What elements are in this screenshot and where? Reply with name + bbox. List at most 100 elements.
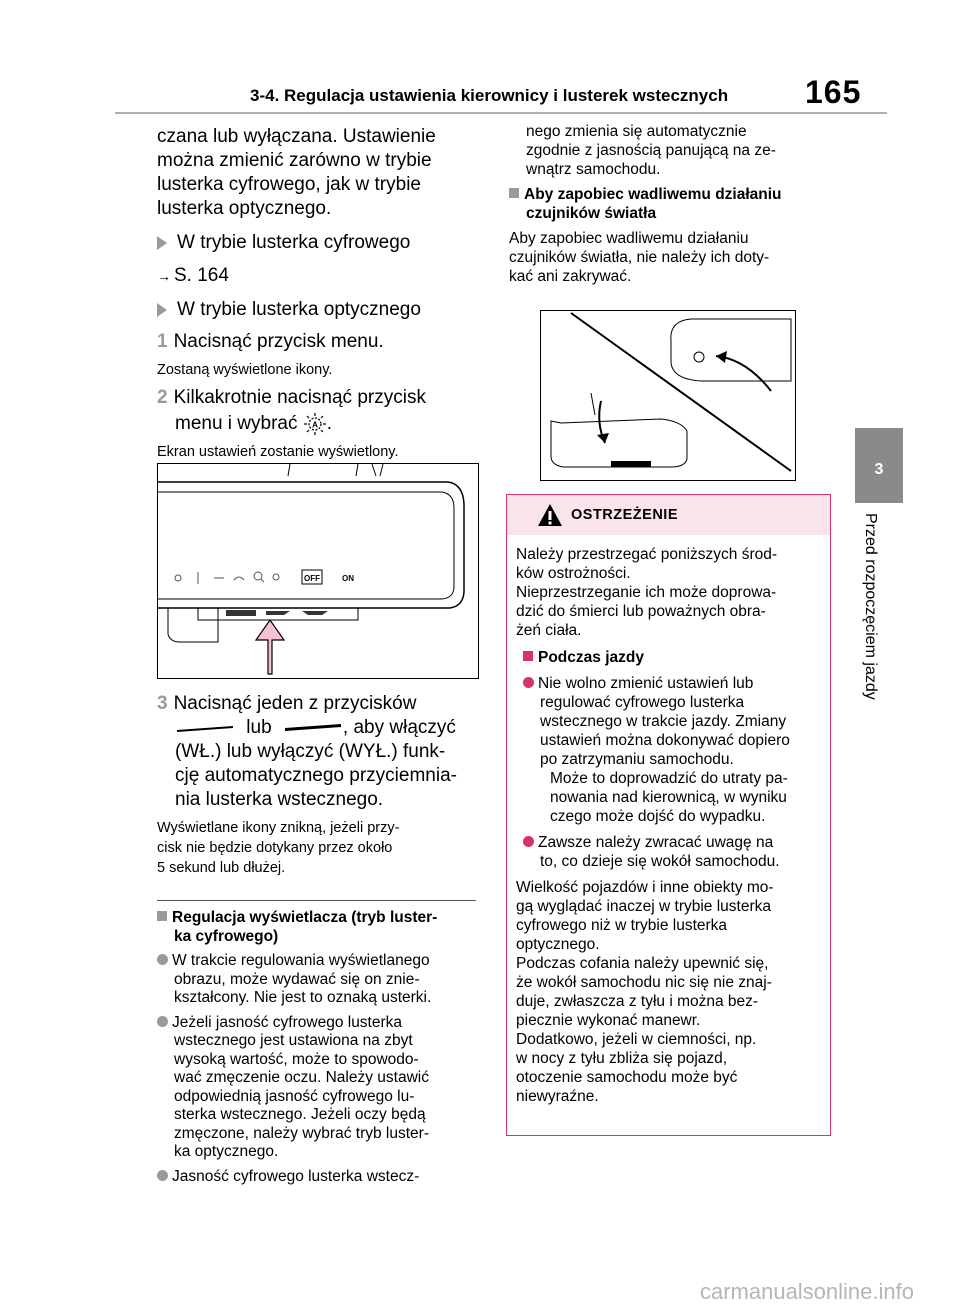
- warning-header: OSTRZEŻENIE: [507, 495, 830, 535]
- mirror-illustration: OFF ON: [158, 464, 465, 675]
- step-text: , aby włączyć: [342, 717, 456, 738]
- on-label: ON: [342, 574, 354, 583]
- text-line: piecznie wykonać manewr.: [516, 1012, 701, 1029]
- bullet-line: ka optycznego.: [174, 1143, 279, 1160]
- warning-triangle-icon: [538, 504, 562, 526]
- auto-dimming-icon: A: [303, 413, 326, 435]
- subtitle-text: Podczas jazdy: [538, 649, 644, 666]
- note-line: Wyświetlane ikony znikną, jeżeli przy-: [157, 820, 400, 836]
- text-line: Dodatkowo, jeżeli w ciemności, np.: [516, 1031, 757, 1048]
- text-line: duje, zwłaszcza z tyłu i można bez-: [516, 993, 759, 1010]
- bullet-line: odpowiednią jasność cyfrowego lu-: [174, 1087, 415, 1105]
- page-reference: →S. 164: [157, 264, 487, 288]
- square-bullet-icon: [157, 911, 167, 921]
- mirror-menu-figure: OFF ON: [157, 463, 479, 679]
- text-line: Należy przestrzegać poniższych środ-: [516, 546, 778, 563]
- step-text: Nacisnąć przycisk menu.: [173, 331, 384, 352]
- text-line: niewyraźne.: [516, 1088, 599, 1105]
- step-text: Kilkakrotnie nacisnąć przycisk: [173, 387, 426, 408]
- left-button-icon: [177, 725, 233, 732]
- title-line: Regulacja wyświetlacza (tryb luster-: [172, 909, 438, 926]
- mode-digital-label: W trybie lusterka cyfrowego: [177, 232, 411, 253]
- title-line: czujników światła: [526, 205, 657, 222]
- mode-optical-label: W trybie lusterka optycznego: [177, 299, 421, 320]
- header-rule: [115, 112, 887, 114]
- off-label: OFF: [304, 574, 320, 583]
- bullet-line: czego może dojść do wypadku.: [550, 808, 766, 825]
- bullet-line: wać zmęczenie oczu. Należy ustawić: [174, 1069, 429, 1086]
- text-line: ków ostrożności.: [516, 565, 631, 582]
- square-bullet-icon: [509, 188, 519, 198]
- warning-paragraph: Wielkość pojazdów i inne obiekty mo- gą …: [516, 878, 828, 1106]
- bullet-line: wstecznego jest ustawiona na zbyt: [174, 1032, 413, 1049]
- step-text: menu i wybrać: [175, 413, 298, 435]
- warning-subtitle: Podczas jazdy: [516, 648, 828, 667]
- step-text-end: .: [326, 413, 333, 435]
- step-text: Nacisnąć jeden z przycisków: [173, 693, 417, 714]
- bullet-line: W trakcie regulowania wyświetlanego: [172, 952, 430, 969]
- text-line: Nieprzestrzeganie ich może doprowa-: [516, 584, 777, 601]
- note-line: cisk nie będzie dotykany przez około: [157, 840, 393, 856]
- bullet-line: Może to doprowadzić do utraty pa-: [550, 770, 788, 787]
- page-number: 165: [805, 74, 862, 110]
- text-line: Aby zapobiec wadliwemu działaniu: [509, 230, 749, 247]
- text-line: wnątrz samochodu.: [526, 161, 661, 178]
- watermark: carmanualsonline.info: [699, 1279, 914, 1304]
- intro-paragraph: czana lub wyłączana. Ustawienie można zm…: [157, 125, 487, 221]
- intro-line: lusterka optycznego.: [157, 198, 332, 219]
- bullet-item: Jasność cyfrowego lusterka wstecz-: [157, 1168, 482, 1187]
- text-line: nego zmienia się automatycznie: [526, 123, 747, 140]
- triangle-bullet-icon: [157, 302, 167, 317]
- section-body: Aby zapobiec wadliwemu działaniu czujnik…: [509, 229, 834, 286]
- right-button-icon: [284, 723, 341, 731]
- title-line: ka cyfrowego): [174, 927, 279, 945]
- step-3-note: Wyświetlane ikony znikną, jeżeli przy- c…: [157, 818, 487, 878]
- bullet-line: po zatrzymaniu samochodu.: [540, 751, 734, 768]
- text-line: otoczenie samochodu może być: [516, 1069, 738, 1086]
- bullet-line: nowania nad kierownicą, w wyniku: [550, 789, 787, 806]
- chapter-side-label: Przed rozpoczęciem jazdy: [855, 503, 903, 903]
- step-number: 1: [157, 331, 168, 352]
- text-line: Wielkość pojazdów i inne obiekty mo-: [516, 879, 774, 896]
- step-number: 3: [157, 693, 168, 714]
- intro-line: można zmienić zarówno w trybie: [157, 150, 432, 171]
- bullet-line: obrazu, może wydawać się on znie-: [174, 970, 420, 988]
- dot-bullet-icon: [157, 1015, 168, 1027]
- chapter-title: Przed rozpoczęciem jazdy: [862, 513, 879, 700]
- dot-bullet-icon: [157, 954, 168, 965]
- sensor-illustration: [550, 312, 792, 472]
- dot-bullet-icon: [157, 1169, 168, 1181]
- bullet-line: ustawień można dokonywać dopiero: [540, 732, 790, 749]
- or-word: lub: [246, 717, 272, 738]
- page-ref-text: S. 164: [174, 265, 229, 286]
- text-line: optycznego.: [516, 936, 600, 953]
- triangle-bullet-icon: [157, 235, 167, 250]
- bullet-line: Nie wolno zmienić ustawień lub: [538, 675, 754, 692]
- text-line: czujników światła, nie należy ich doty-: [509, 249, 770, 266]
- dot-bullet-icon: [523, 836, 534, 847]
- bullet-line: sterka wstecznego. Jeżeli oczy będą: [174, 1106, 426, 1123]
- bullet-line: regulować cyfrowego lusterka: [540, 694, 745, 711]
- mode-optical-heading: W trybie lusterka optycznego: [157, 298, 487, 322]
- step-text: cję automatycznego przyciemnia-: [175, 765, 457, 786]
- bullet-line: wysoką wartość, może to spowodo-: [174, 1050, 419, 1068]
- bullet-line: kształcony. Nie jest to oznaką usterki.: [174, 989, 432, 1006]
- text-line: dzić do śmierci lub poważnych obra-: [516, 603, 766, 620]
- bullet-line: wstecznego w trakcie jazdy. Zmiany: [540, 713, 787, 730]
- section-divider: [157, 900, 476, 901]
- warning-intro: Należy przestrzegać poniższych środ- ków…: [516, 545, 828, 1106]
- text-line: żeń ciała.: [516, 622, 582, 639]
- note-line: 5 sekund lub dłużej.: [157, 860, 286, 876]
- bullet-line: zmęczone, należy wybrać tryb luster-: [174, 1124, 429, 1142]
- bullet-line: Zawsze należy zwracać uwagę na: [538, 834, 774, 851]
- bullet-line: Jasność cyfrowego lusterka wstecz-: [172, 1167, 420, 1185]
- arrow-right-icon: →: [157, 268, 171, 284]
- text-line: zgodnie z jasnością panującą na ze-: [526, 142, 776, 159]
- svg-text:A: A: [312, 421, 318, 430]
- right-column: nego zmienia się automatycznie zgodnie z…: [509, 122, 834, 286]
